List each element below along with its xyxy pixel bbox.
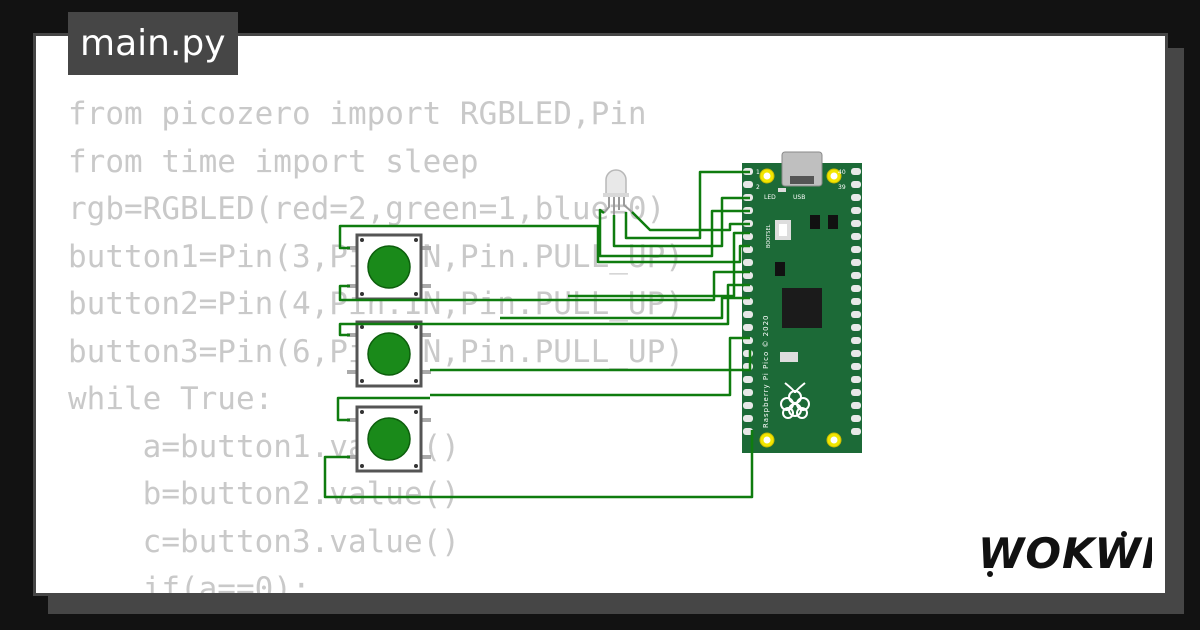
code-line: b=button2.value() — [68, 476, 460, 512]
silk-usb: USB — [793, 194, 805, 201]
silk-led: LED — [764, 194, 776, 201]
wire-led-blue[interactable] — [598, 208, 750, 258]
pin-header-right — [851, 168, 861, 435]
wire-button2-gnd[interactable] — [338, 283, 750, 337]
silk-pin-40: 40 — [838, 169, 846, 176]
silk-pin-39: 39 — [838, 184, 846, 191]
rp2040-chip — [782, 288, 822, 328]
code-line: from time import sleep — [68, 143, 479, 180]
code-line: from picozero import RGBLED,Pin — [68, 96, 647, 132]
code-line: rgb=RGBLED(red=2,green=1,blue=0) — [68, 191, 666, 227]
silk-pin-1: 1 — [756, 169, 760, 176]
preview-card: from picozero import RGBLED,Pin from time… — [33, 33, 1168, 596]
wires — [323, 170, 754, 499]
pushbutton-1[interactable] — [347, 233, 431, 301]
raspberry-logo-icon — [780, 382, 810, 419]
wokwi-logo-text: WOKWI — [978, 529, 1152, 578]
code-editor: from picozero import RGBLED,Pin from time… — [68, 91, 684, 596]
wire-button2-signal[interactable] — [338, 270, 750, 302]
logo-dot-icon — [1121, 531, 1127, 537]
pin-header-left — [743, 168, 753, 435]
rgb-led[interactable] — [603, 169, 633, 215]
led-indicator — [778, 188, 786, 192]
logo-dot-icon — [987, 571, 993, 577]
pushbutton-3[interactable] — [347, 405, 431, 473]
wire-ground-return[interactable] — [323, 430, 754, 499]
wire-button1-signal[interactable] — [338, 224, 750, 264]
pushbutton-2[interactable] — [347, 320, 431, 388]
wire-button3-gnd[interactable] — [430, 336, 750, 397]
wire-button2-out[interactable] — [430, 350, 752, 372]
wokwi-logo: WOKWI — [978, 529, 1152, 578]
wire-button3-signal[interactable] — [500, 296, 750, 320]
flash-chip — [810, 215, 820, 229]
silk-board-name: Raspberry Pi Pico © 2020 — [762, 315, 770, 429]
silk-pin-2: 2 — [756, 184, 760, 191]
silk-bootsel: BOOTSEL — [766, 224, 772, 248]
file-tab[interactable]: main.py — [68, 12, 238, 75]
code-line: if(a==0): — [68, 571, 311, 596]
code-line: c=button3.value() — [68, 523, 460, 560]
raspberry-pi-pico-board[interactable]: 1 2 40 39 LED USB BOOTSEL Raspberry Pi P… — [742, 151, 862, 453]
wire-led-green[interactable] — [612, 196, 750, 248]
code-line: while True: — [68, 381, 274, 417]
wire-button1-gnd[interactable] — [568, 231, 750, 298]
wire-button3-in[interactable] — [336, 396, 430, 422]
wire-led-gnd[interactable] — [631, 211, 750, 232]
wire-led-red[interactable] — [624, 170, 750, 240]
